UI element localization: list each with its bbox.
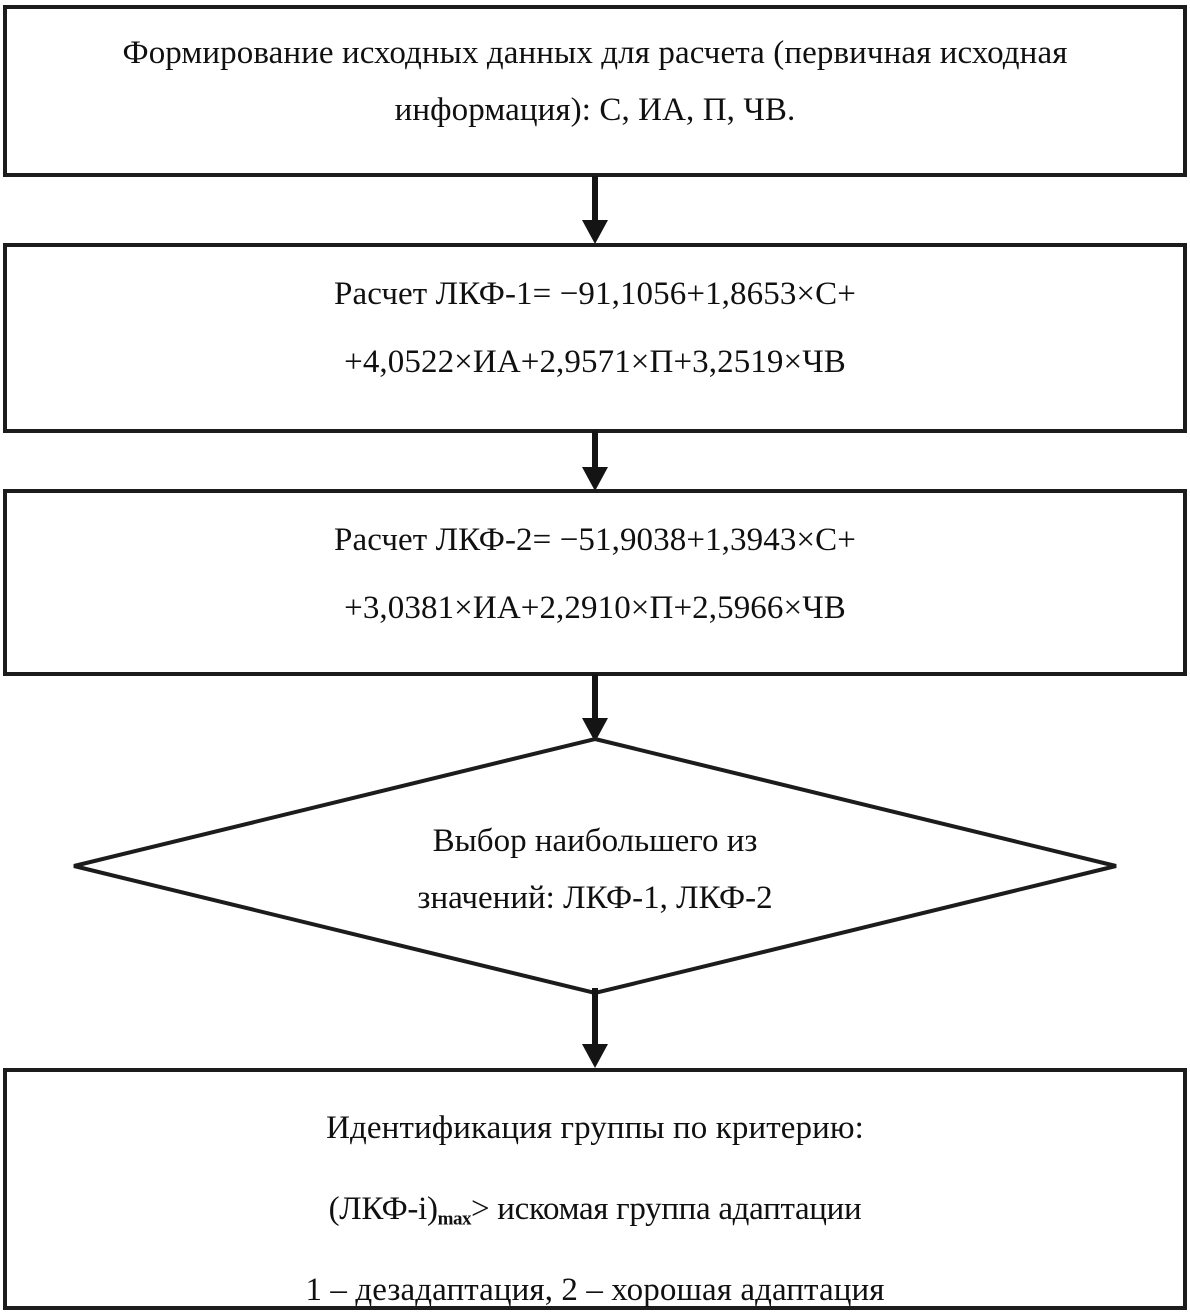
node-lkf2-formula[interactable]: Расчет ЛКФ-2= −51,9038+1,3943×С+ +3,0381… xyxy=(3,489,1187,676)
connector-stem xyxy=(592,176,598,224)
connector-decision-to-result xyxy=(582,988,608,1072)
connector-stem xyxy=(592,988,598,1050)
connector-lkf2-to-decision xyxy=(582,674,608,744)
diamond-shape-icon xyxy=(73,736,1117,996)
node-input-data[interactable]: Формирование исходных данных для расчета… xyxy=(3,5,1187,177)
node-result-identification[interactable]: Идентификация группы по критерию: (ЛКФ-i… xyxy=(3,1068,1187,1310)
connector-lkf1-to-lkf2 xyxy=(582,431,608,493)
node-result-line-1: Идентификация группы по критерию: xyxy=(7,1088,1183,1169)
node-result-line-3: 1 – дезадаптация, 2 – хорошая адаптация xyxy=(305,1271,885,1308)
arrow-head-down-icon xyxy=(582,1044,608,1068)
node-result-title-text: Идентификация группы по критерию: xyxy=(326,1110,864,1146)
connector-stem xyxy=(592,674,598,722)
node-result-criterion-subscript: max xyxy=(437,1208,472,1230)
connector-stem xyxy=(592,431,598,471)
connector-input-to-lkf1 xyxy=(582,176,608,246)
node-result-criterion-prefix: (ЛКФ-i) xyxy=(328,1190,438,1227)
node-decision-select-max[interactable]: Выбор наибольшего из значений: ЛКФ-1, ЛК… xyxy=(70,735,1120,997)
node-lkf2-line-2: +3,0381×ИА+2,2910×П+2,5966×ЧВ xyxy=(344,589,846,626)
node-lkf1-formula[interactable]: Расчет ЛКФ-1= −91,1056+1,8653×С+ +4,0522… xyxy=(3,243,1187,433)
node-result-line-2: (ЛКФ-i)max> искомая группа адаптации xyxy=(7,1169,1183,1250)
arrow-head-down-icon xyxy=(582,220,608,244)
node-lkf2-line-1: Расчет ЛКФ-2= −51,9038+1,3943×С+ xyxy=(334,522,856,558)
arrow-head-down-icon xyxy=(582,467,608,491)
node-result-criterion-suffix: > искомая группа адаптации xyxy=(470,1190,862,1227)
node-input-line-1: Формирование исходных данных для расчета… xyxy=(122,35,1068,71)
node-input-line-2: информация): С, ИА, П, ЧВ. xyxy=(394,91,796,128)
node-lkf1-line-1: Расчет ЛКФ-1= −91,1056+1,8653×С+ xyxy=(334,276,856,312)
node-lkf1-line-2: +4,0522×ИА+2,9571×П+3,2519×ЧВ xyxy=(344,343,846,380)
